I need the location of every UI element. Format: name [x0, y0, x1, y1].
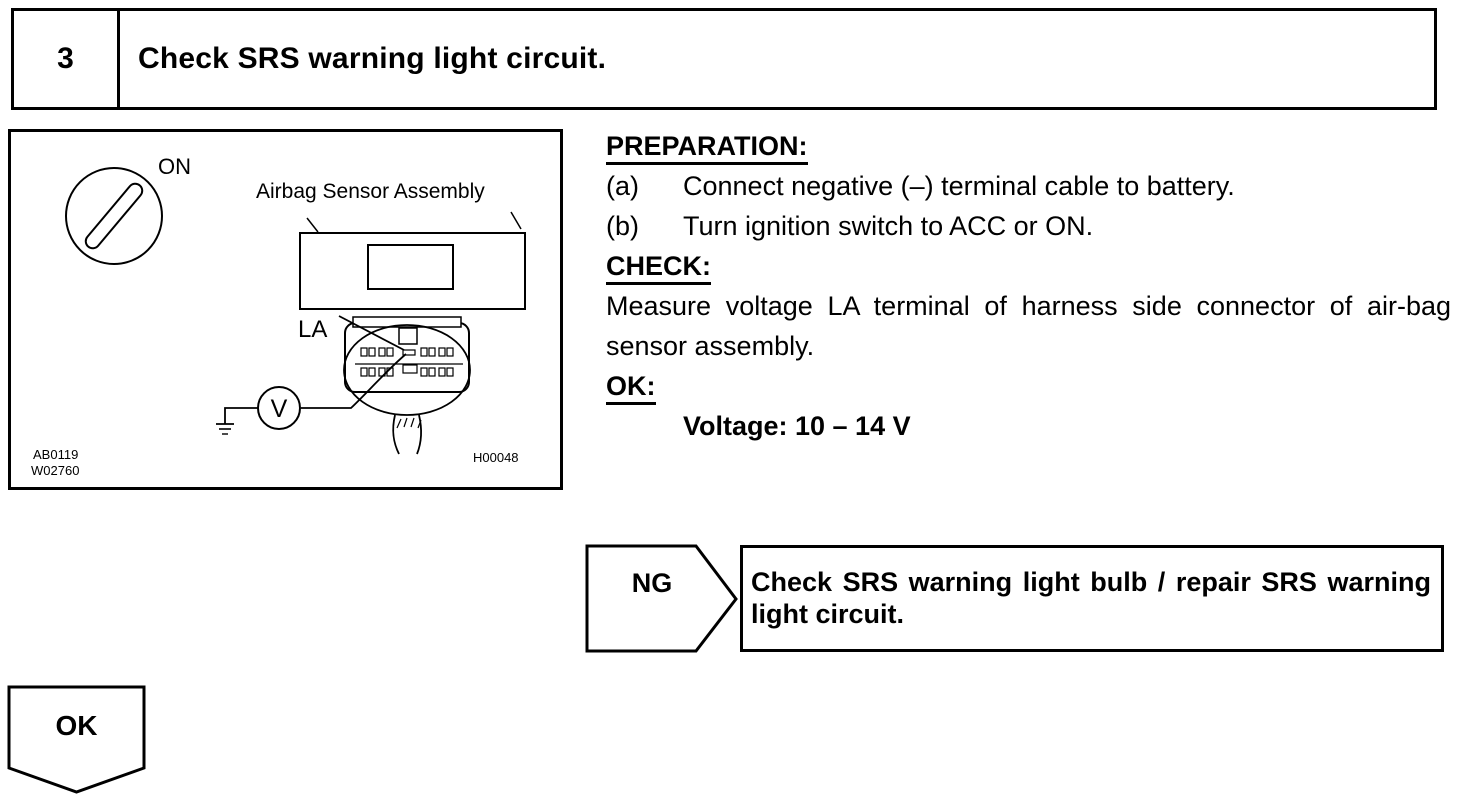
step-number: 3	[14, 11, 120, 107]
terminal-la-label: LA	[298, 316, 327, 343]
ok-heading: OK:	[606, 370, 656, 405]
procedure-text: PREPARATION: (a) Connect negative (–) te…	[606, 126, 1451, 446]
figure-code-left-2: W02760	[31, 463, 79, 478]
ok-arrow-icon	[7, 685, 146, 794]
preparation-heading: PREPARATION:	[606, 130, 808, 165]
illustration-drawing: ON Airbag Sensor Assembly	[31, 154, 526, 478]
ground-icon	[216, 407, 258, 435]
airbag-sensor-label: Airbag Sensor Assembly	[256, 180, 485, 203]
ng-result-box: Check SRS warning light bulb / repair SR…	[740, 545, 1444, 652]
airbag-sensor-assembly	[299, 232, 526, 310]
check-heading: CHECK:	[606, 250, 711, 285]
prep-step-text: Connect negative (–) terminal cable to b…	[683, 171, 1235, 201]
prep-step-b: (b) Turn ignition switch to ACC or ON.	[606, 206, 1451, 246]
prep-step-label: (a)	[606, 171, 639, 201]
ng-arrow-icon	[585, 544, 738, 653]
ok-voltage-spec: Voltage: 10 – 14 V	[683, 411, 911, 441]
step-title: Check SRS warning light circuit.	[138, 42, 607, 75]
figure-code-left-1: AB0119	[33, 447, 78, 462]
voltmeter-label: V	[271, 395, 288, 423]
check-text: Measure voltage LA terminal of harness s…	[606, 291, 1451, 361]
step-header: 3 Check SRS warning light circuit.	[11, 8, 1437, 110]
prep-step-label: (b)	[606, 211, 639, 241]
wiring-illustration: ON Airbag Sensor Assembly	[8, 129, 563, 490]
ng-label: NG	[631, 568, 673, 598]
ignition-key-icon	[65, 167, 163, 265]
harness-connector	[343, 316, 471, 455]
figure-code-right: H00048	[473, 450, 519, 465]
prep-step-text: Turn ignition switch to ACC or ON.	[683, 211, 1094, 241]
ignition-on-label: ON	[158, 154, 191, 179]
ok-label: OK	[55, 710, 98, 741]
prep-step-a: (a) Connect negative (–) terminal cable …	[606, 166, 1451, 206]
